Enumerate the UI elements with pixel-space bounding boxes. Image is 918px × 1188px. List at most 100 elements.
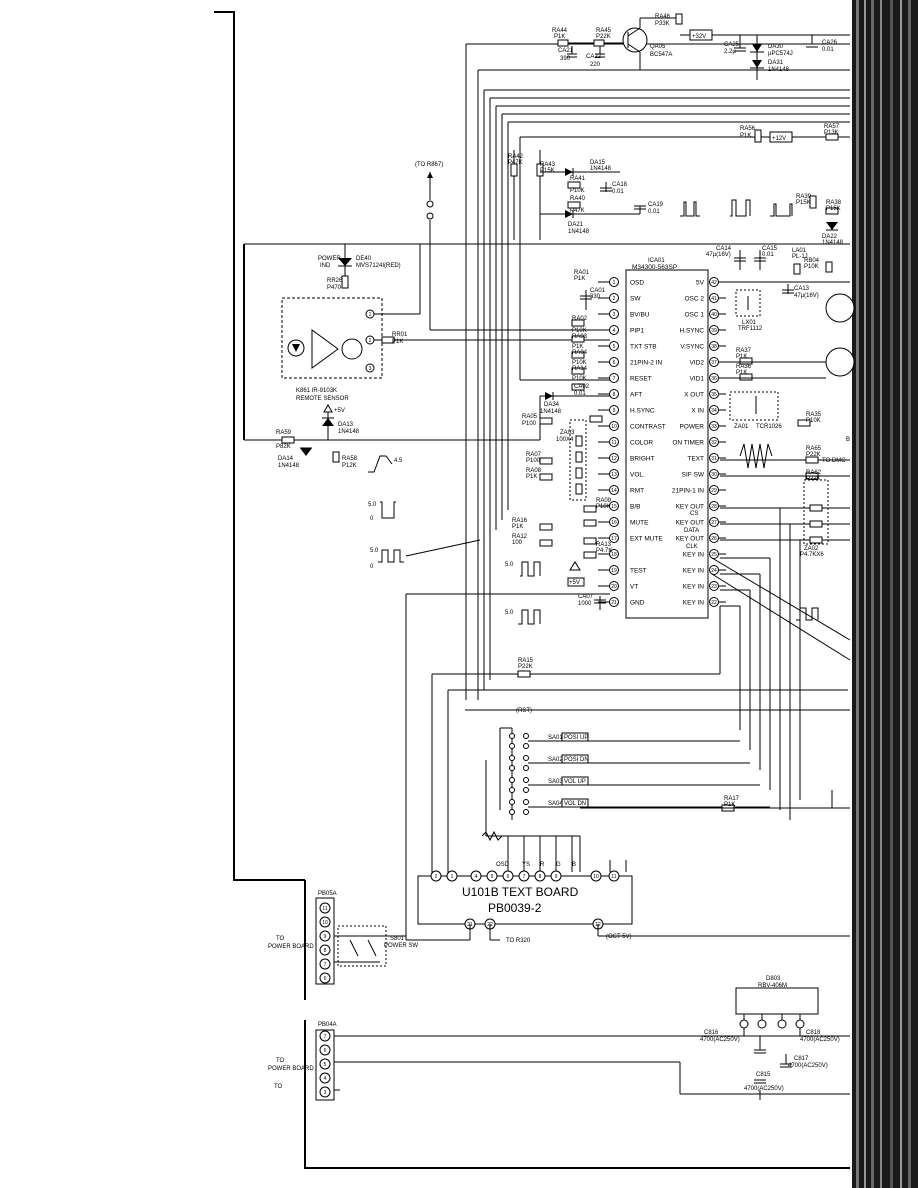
ic-pin-num: 21 (611, 600, 617, 606)
ic-pin-label: VOL. (630, 472, 645, 479)
resistor-ra44 (557, 39, 569, 47)
ic-pin-label: SIF SW (682, 472, 705, 479)
ic-pin-num: 33 (711, 424, 717, 430)
ic-pin-num: 27 (711, 520, 717, 526)
da15-val: 1N4148 (590, 166, 612, 172)
da14-val: 1N4148 (278, 463, 300, 469)
key-out-sub-data: DATA (684, 528, 699, 534)
ic-pin-7 (609, 373, 619, 383)
svg-text:RA02: RA02 (572, 316, 588, 322)
rr26-ref: RR26 (327, 278, 343, 284)
resistor-ra58 (825, 133, 839, 141)
resistor-ra59 (754, 129, 762, 143)
svg-text:RA57: RA57 (824, 124, 840, 130)
text-board-pin-5 (486, 870, 498, 882)
svg-text:CA19: CA19 (648, 202, 664, 208)
text-board-pin-11 (608, 870, 620, 882)
svg-text:P15K: P15K (540, 168, 555, 174)
qa05-ref: QA05 (650, 44, 666, 50)
key-lines (405, 508, 848, 941)
svg-text:RA38: RA38 (826, 200, 842, 206)
component-labels: RA44 P1K RA45 P22K RA46 P33K CA21 390 CA… (274, 14, 844, 1090)
pb04a-pin-5 (319, 1058, 331, 1070)
ic-pin-17 (609, 533, 619, 543)
switch-label: POSI UP (564, 735, 588, 741)
svg-text:P33K: P33K (655, 21, 670, 27)
resistor-ra40 (567, 201, 581, 209)
text-board-pin-2 (430, 870, 442, 882)
ic-pin-19 (609, 565, 619, 575)
power-led-part: MVS7124I(RED) (356, 263, 401, 269)
svg-text:1N4148: 1N4148 (822, 240, 844, 246)
power-sw-ref: S801 (390, 936, 405, 942)
ic-pin-label: ON TIMER (672, 440, 704, 447)
ic-pin-16 (609, 517, 619, 527)
ic-pin-num: 12 (611, 456, 617, 462)
ic-pin-18 (609, 549, 619, 559)
svg-text:P10K: P10K (572, 328, 587, 334)
ic-pin-label: VT (630, 584, 638, 591)
svg-text:2: 2 (369, 338, 372, 344)
svg-text:DA22: DA22 (822, 234, 838, 240)
c815-ref: C815 (756, 1072, 771, 1078)
ic-pin-num: 41 (711, 296, 717, 302)
ic-pin-6 (609, 357, 619, 367)
text-board-line1: U101B TEXT BOARD (462, 885, 579, 899)
pb05a-to: TO (276, 936, 285, 942)
ic-pin-label: V.SYNC (680, 344, 704, 351)
wave-5d: 5.0 (505, 610, 514, 616)
svg-text:3: 3 (369, 366, 372, 372)
pb05a-pin-num: 7 (324, 962, 327, 968)
ic-pin-num: 7 (613, 376, 616, 382)
svg-text:RA42: RA42 (508, 154, 524, 160)
ic-pin-num: 9 (613, 408, 616, 414)
ic-pin-num: 19 (611, 568, 617, 574)
ic-left-components: +5V (520, 290, 610, 610)
svg-text:RA41: RA41 (570, 176, 586, 182)
pb05a-pin-11 (319, 902, 331, 914)
svg-text:P10K: P10K (572, 360, 587, 366)
label-oct5v: (OCT 5V) (606, 934, 632, 940)
svg-text:CA01: CA01 (590, 288, 606, 294)
label-12v: +12V (772, 136, 786, 142)
ic-pin-num: 42 (711, 280, 717, 286)
svg-text:RA56: RA56 (740, 126, 756, 132)
switch-ref: SA02 (548, 757, 563, 763)
svg-text:0.01: 0.01 (762, 252, 774, 258)
svg-text:P1K: P1K (572, 344, 583, 350)
remote-label: REMOTE SENSOR (296, 396, 349, 402)
svg-text:RB04: RB04 (804, 258, 820, 264)
ic-pin-label: AFT (630, 392, 642, 399)
ra65-ref: RA59 (276, 430, 292, 436)
key-out-sub-clk: CLK (686, 544, 698, 550)
svg-text:P13K: P13K (824, 130, 839, 136)
svg-text:390: 390 (560, 56, 571, 62)
svg-text:100X4: 100X4 (556, 437, 574, 443)
svg-text:CA14: CA14 (716, 246, 732, 252)
ic-pin-num: 13 (611, 472, 617, 478)
wave-0a: 0 (370, 516, 374, 522)
text-board-pin-num: 2 (435, 874, 438, 880)
svg-text:P22K: P22K (596, 34, 611, 40)
switch-posi-dn (561, 754, 589, 764)
svg-text:1000: 1000 (578, 601, 592, 607)
text-board-pin-10 (590, 870, 602, 882)
top-section: QA05 BC547A +32V (465, 13, 850, 700)
pb05a-pin-num: 8 (324, 948, 327, 954)
rr26-val: P470 (327, 285, 342, 291)
svg-text:ZA01: ZA01 (734, 424, 749, 430)
ic-pin-10 (609, 421, 619, 431)
text-board-lines (507, 836, 627, 872)
svg-text:P100: P100 (526, 458, 541, 464)
ic-right-components: TO DMC B (711, 250, 855, 661)
resistor-ra41 (567, 181, 581, 189)
switch-ref: SA04 (548, 801, 563, 807)
bus-lines (477, 70, 521, 700)
wave-5b: 5.0 (370, 548, 379, 554)
pb04a-pin-3 (319, 1086, 331, 1098)
text-board-pin-6 (502, 870, 514, 882)
d803-ref: D803 (766, 976, 781, 982)
